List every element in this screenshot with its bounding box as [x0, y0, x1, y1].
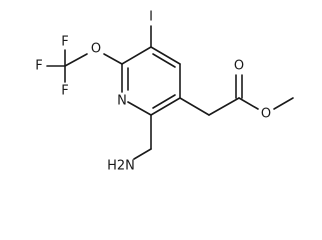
atom-amine: H2N [107, 159, 135, 174]
atom-iodine: I [149, 10, 153, 25]
bond-c-o-ester [238, 97, 259, 110]
atom-fluorine-left: F [35, 59, 42, 74]
atom-fluorine-top: F [61, 35, 68, 50]
bonds [46, 25, 294, 160]
chemical-structure-diagram: I O F F F N O O H2N [35, 10, 294, 174]
atom-fluorine-bottom: F [61, 84, 68, 99]
bond-c3-c4 [150, 46, 181, 65]
bond-ch2-n [133, 148, 152, 160]
atom-ether-oxygen: O [91, 42, 101, 57]
bond-o-ch3 [273, 97, 294, 110]
bond-c2-o [103, 53, 123, 65]
bond-c6-n [127, 101, 152, 116]
atom-ring-nitrogen: N [117, 94, 127, 109]
bond-c5-c6-inner [152, 94, 176, 109]
bond-c5-c6 [150, 97, 181, 116]
bond-o-cf3 [64, 53, 88, 67]
atom-ester-oxygen: O [261, 107, 271, 122]
bond-c5-ch2 [179, 97, 210, 116]
bond-c2-c3 [121, 46, 152, 65]
bond-ch2-co [208, 97, 240, 116]
atom-carbonyl-oxygen: O [234, 59, 244, 74]
bond-c3-c4-inner [152, 53, 176, 68]
